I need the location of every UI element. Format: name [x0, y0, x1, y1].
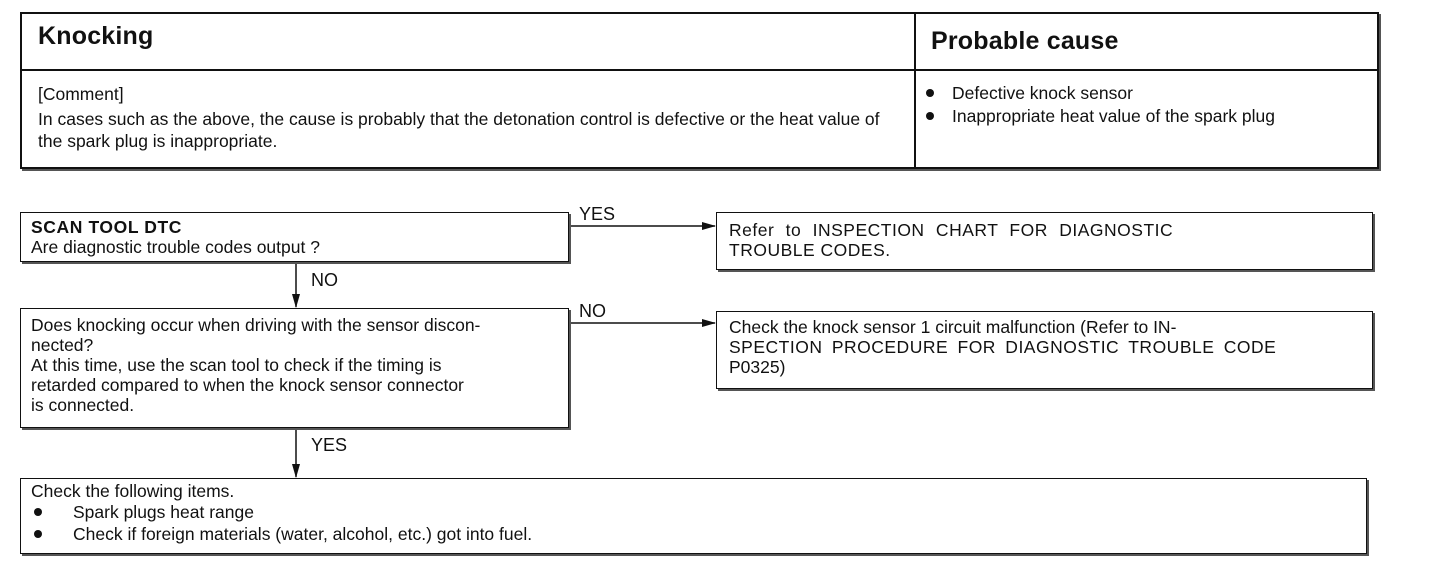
bullet-icon — [926, 89, 934, 97]
step2-no-label: NO — [579, 301, 606, 321]
table-column-divider — [914, 12, 916, 169]
final-check-list: Spark plugs heat range Check if foreign … — [31, 501, 1356, 545]
bullet-icon — [926, 112, 934, 120]
step2-text-line5: is connected. — [31, 395, 135, 415]
step2-text-line2: nected? — [31, 335, 94, 355]
step1-no-label: NO — [311, 270, 338, 290]
comment-text: In cases such as the above, the cause is… — [38, 109, 880, 151]
step1-title: SCAN TOOL DTC — [31, 217, 183, 237]
check-sensor-circuit-box: Check the knock sensor 1 circuit malfunc… — [716, 311, 1373, 389]
step1-question: Are diagnostic trouble codes output ? — [31, 237, 320, 257]
bullet-icon — [34, 508, 42, 516]
check-sensor-line2: SPECTION PROCEDURE FOR DIAGNOSTIC TROUBL… — [729, 337, 1277, 357]
step2-text-line1: Does knocking occur when driving with th… — [31, 315, 481, 335]
step2-yes-label: YES — [311, 435, 348, 455]
list-item: Inappropriate heat value of the spark pl… — [918, 105, 1275, 128]
cause-text: Defective knock sensor — [952, 83, 1133, 103]
probable-cause-list: Defective knock sensor Inappropriate hea… — [918, 82, 1275, 128]
symptom-table — [20, 12, 1379, 169]
step2-knocking-question-box: Does knocking occur when driving with th… — [20, 308, 569, 428]
table-row-divider — [20, 69, 1379, 71]
step2-text-line3: At this time, use the scan tool to check… — [31, 355, 442, 375]
list-item: Check if foreign materials (water, alcoh… — [31, 523, 1356, 545]
final-intro: Check the following items. — [31, 481, 235, 501]
step2-text-line4: retarded compared to when the knock sens… — [31, 375, 464, 395]
probable-cause-header: Probable cause — [931, 27, 1119, 55]
final-check-box: Check the following items. Spark plugs h… — [20, 478, 1367, 554]
list-item: Defective knock sensor — [918, 82, 1275, 105]
refer-dtc-box: Refer to INSPECTION CHART FOR DIAGNOSTIC… — [716, 212, 1373, 270]
check-sensor-line1: Check the knock sensor 1 circuit malfunc… — [729, 317, 1177, 337]
symptom-header: Knocking — [38, 22, 154, 50]
cause-text: Inappropriate heat value of the spark pl… — [952, 106, 1275, 126]
step1-scan-tool-box: SCAN TOOL DTC Are diagnostic trouble cod… — [20, 212, 569, 262]
check-item-text: Spark plugs heat range — [73, 502, 254, 522]
check-item-text: Check if foreign materials (water, alcoh… — [73, 524, 533, 544]
step1-yes-label: YES — [579, 204, 616, 224]
refer-dtc-line2: TROUBLE CODES. — [729, 240, 891, 260]
bullet-icon — [34, 530, 42, 538]
refer-dtc-line1: Refer to INSPECTION CHART FOR DIAGNOSTIC — [729, 220, 1174, 240]
list-item: Spark plugs heat range — [31, 501, 1356, 523]
check-sensor-line3: P0325) — [729, 357, 786, 377]
comment-label: [Comment] — [38, 84, 124, 104]
